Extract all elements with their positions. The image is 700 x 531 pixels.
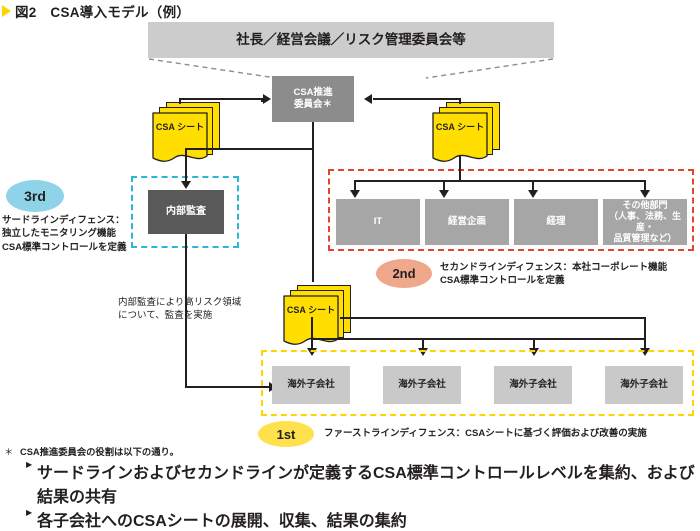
first-line-description: ファーストラインディフェンス：CSAシートに基づく評価および改善の実施 (324, 428, 647, 439)
governance-banner: 社長／経営会議／リスク管理委員会等 (148, 22, 554, 58)
connector-sub-3-stub (533, 338, 535, 350)
connector-subsidiary-1-drop (311, 317, 313, 338)
connector-committee-to-audit (186, 148, 312, 150)
badge-3rd: 3rd (6, 180, 64, 212)
subsidiary-box-3: 海外子会社 (494, 366, 572, 404)
badge-2nd: 2nd (376, 259, 432, 288)
connector-right-sheet-down (459, 156, 461, 180)
footnote-item-2: ▶ 各子会社へのCSAシートの展開、収集、結果の集約 (4, 507, 700, 531)
connector-dept-3-drop (532, 180, 534, 192)
footnote-item-1-text: サードラインおよびセカンドラインが定義するCSA標準コントロールレベルを集約、お… (37, 465, 695, 507)
page-title: 図2 CSA導入モデル（例） (0, 0, 700, 22)
arrow-subsidiary-1-icon (307, 348, 317, 356)
footnote-star: ＊ (4, 447, 14, 457)
footnote-bullet-icon: ▶ (26, 460, 33, 470)
dept-box-accounting: 経理 (514, 199, 598, 245)
badge-1st: 1st (258, 421, 314, 447)
arrow-dept-accounting-icon (528, 190, 538, 198)
third-line-description: サードラインディフェンス： 独立したモニタリング機能 CSA標準コントロールを定… (2, 215, 127, 253)
arrow-into-audit-icon (181, 181, 191, 189)
connector-department-bus (355, 180, 645, 182)
csa-sheet-front (152, 112, 208, 164)
subsidiary-box-4: 海外子会社 (605, 366, 683, 404)
connector-audit-to-subsidiary (185, 386, 271, 388)
footnote-item-2-text: 各子会社へのCSAシートの展開、収集、結果の集約 (37, 513, 407, 531)
connector-left-sheet-up (179, 98, 181, 104)
connector-sub-2-stub (422, 338, 424, 350)
triangle-marker-icon (2, 5, 11, 17)
footnotes: ＊ CSA推進委員会の役割は以下の通り。 ▶ サードラインおよびセカンドラインが… (4, 446, 700, 531)
arrow-dept-it-icon (350, 190, 360, 198)
arrow-left-to-committee-icon (263, 94, 271, 104)
connector-committee-down (312, 122, 314, 282)
audit-note: 内部監査により高リスク領域 について、監査を実施 (118, 297, 242, 322)
footnote-head-text: CSA推進委員会の役割は以下の通り。 (20, 447, 179, 457)
connector-sub-1-stub (311, 338, 313, 350)
internal-audit-box: 内部監査 (148, 190, 224, 234)
dept-box-it: IT (336, 199, 420, 245)
connector-audit-down (185, 234, 187, 388)
arrow-dept-planning-icon (439, 190, 449, 198)
second-line-description: セカンドラインディフェンス：本社コーポレート機能 CSA標準コントロールを定義 (440, 262, 668, 287)
second-line-region (328, 169, 694, 251)
dept-box-planning: 経営企画 (425, 199, 509, 245)
footnote-item-1: ▶ サードラインおよびセカンドラインが定義するCSA標準コントロールレベルを集約… (4, 459, 700, 507)
subsidiary-box-2: 海外子会社 (383, 366, 461, 404)
arrow-subsidiary-3-icon (529, 348, 539, 356)
csa-committee-box: CSA推進 委員会＊ (272, 76, 354, 122)
connector-left-sheet-drop (261, 98, 263, 102)
connector-left-to-committee (205, 98, 263, 100)
csa-sheet-stack-left: CSA シート (152, 102, 224, 168)
connector-dept-4-drop (644, 180, 646, 192)
funnel-dashed-connector (148, 58, 554, 79)
csa-sheet-stack-right: CSA シート (432, 102, 504, 168)
connector-dept-2-drop (443, 180, 445, 192)
connector-dept-1-drop (354, 180, 356, 192)
csa-sheet-front (432, 112, 488, 164)
dept-box-other: その他部門 （人事、法務、生産・ 品質管理など） (603, 199, 687, 245)
arrow-right-to-committee-icon (364, 94, 372, 104)
connector-subsidiary-bus (311, 338, 645, 340)
connector-subsidiary-bus-top (340, 317, 646, 319)
page-title-text: 図2 CSA導入モデル（例） (15, 5, 191, 20)
footnote-head-row: ＊ CSA推進委員会の役割は以下の通り。 (4, 446, 700, 459)
connector-sub-4-stub (644, 338, 646, 350)
first-line-region (261, 350, 694, 416)
connector-subsidiary-4-drop (644, 317, 646, 338)
connector-audit-drop (185, 148, 187, 182)
arrow-subsidiary-4-icon (640, 348, 650, 356)
arrow-subsidiary-2-icon (418, 348, 428, 356)
connector-right-sheet-top (373, 98, 461, 100)
subsidiary-box-1: 海外子会社 (272, 366, 350, 404)
footnote-bullet-icon: ▶ (26, 508, 33, 518)
arrow-dept-other-icon (640, 190, 650, 198)
connector-right-sheet-up (459, 98, 461, 104)
